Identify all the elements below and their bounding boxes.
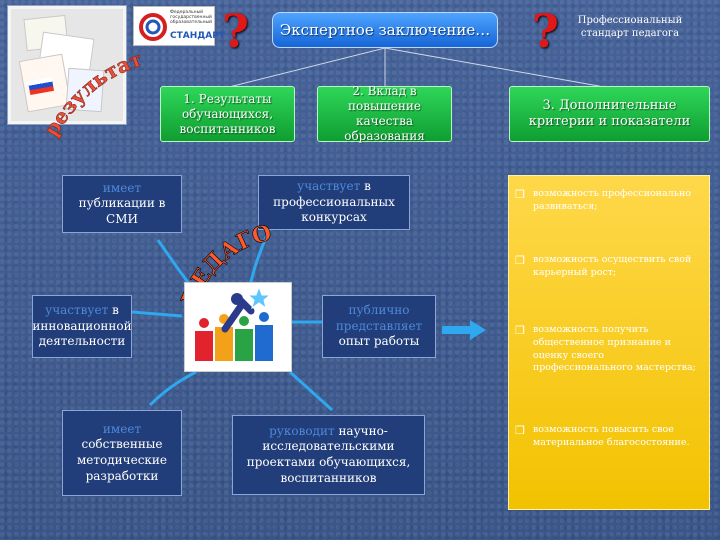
curved-word-text: результаты [30,19,146,141]
logo-name: СТАНДАРТ [170,31,225,41]
criterion-2: 2. Вклад в повышение качества образовани… [317,84,452,143]
svg-text:результаты: результаты [30,19,145,141]
activity-box-innovation: участвует в инновационной деятельности [32,295,132,358]
curved-word: результаты [30,19,146,141]
activity-verb: имеет [102,421,142,436]
page-title: Экспертное заключение… [272,12,498,48]
opportunity-item: ❒ возможность повысить свое материальное… [515,424,703,450]
right-arrow-icon [442,320,486,340]
corner-image [8,6,126,124]
prof-standard-line2: стандарт педагога [580,28,680,39]
question-mark-left: ? [222,4,249,58]
criterion-1: 1. Результаты обучающихся, воспитанников [160,86,295,142]
opportunity-item: ❒ возможность профессионально развиватьс… [515,188,703,214]
prof-standard-title: Профессиональный стандарт педагога [560,14,700,40]
bullet-square-icon: ❒ [515,424,525,437]
activity-box-contests: участвует в профессиональных конкурсах [258,175,410,230]
activity-verb: руководит [269,423,335,438]
activity-box-research: руководит научно-исследовательскими прое… [232,415,425,495]
activity-text: научно-исследовательскими проектами обуч… [246,423,411,485]
activity-text: опыт работы [338,334,420,349]
bullet-square-icon: ❒ [515,188,525,201]
activity-text: в профессиональных конкурсах [273,179,395,225]
activity-text: в инновационной деятельности [32,303,132,349]
activity-box-experience: публично представляет опыт работы [322,295,436,358]
bullet-square-icon: ❒ [515,324,525,337]
question-mark-right: ? [532,4,559,58]
activity-verb: участвует [45,303,109,318]
activity-verb: имеет [102,180,142,195]
opportunity-text: возможность получить общественное призна… [532,324,696,374]
activity-box-media: имеет публикации в СМИ [62,175,182,233]
activity-box-methods: имеет собственные методические разработк… [62,410,182,496]
prof-standard-line1: Профессиональный [577,15,683,26]
logo-small-text: Федеральный государственный образователь… [170,10,213,25]
opportunity-text: возможность повысить свое материальное б… [532,424,690,448]
teacher-children-logo-icon [184,282,292,372]
activity-verb: публично представляет [335,303,423,333]
opportunity-text: возможность профессионально развиваться; [532,188,691,212]
opportunity-item: ❒ возможность осуществить свой карьерный… [515,254,703,280]
activity-text: публикации в СМИ [78,196,166,226]
activity-text: собственные методические разработки [76,437,168,483]
opportunity-text: возможность осуществить свой карьерный р… [532,254,692,278]
activity-verb: участвует [297,179,361,194]
standard-logo: Федеральный государственный образователь… [133,6,225,46]
opportunities-panel: ❒ возможность профессионально развиватьс… [508,175,710,510]
bullet-square-icon: ❒ [515,254,525,267]
opportunity-item: ❒ возможность получить общественное приз… [515,324,703,375]
logo-mark-icon [139,13,167,41]
criterion-3: 3. Дополнительные критерии и показатели [509,86,710,142]
